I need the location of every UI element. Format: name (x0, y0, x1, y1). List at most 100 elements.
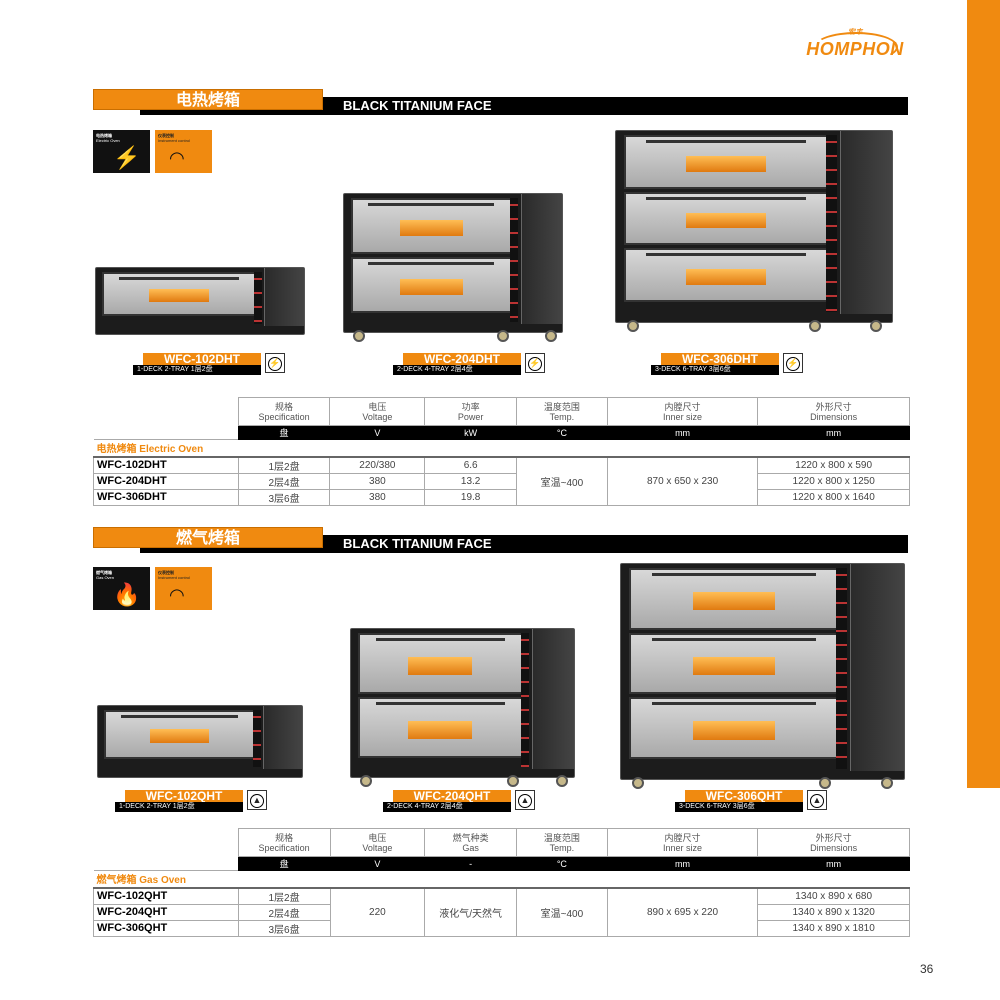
oven-deck (357, 697, 523, 758)
door-window (407, 656, 473, 675)
door-window (150, 729, 209, 744)
badge-en: Instrument control (158, 575, 191, 580)
blank-cell (93, 856, 239, 871)
table-cell: WFC-306QHT (93, 919, 239, 937)
header-cn: 内膛尺寸 (664, 401, 701, 412)
table-cell: 1340 x 890 x 1320 (757, 903, 910, 921)
blank-cell (93, 425, 239, 440)
lightning-icon: ⚡ (528, 357, 542, 371)
header-cn: 内膛尺寸 (664, 832, 701, 843)
door-handle (375, 702, 505, 705)
control-panel (509, 198, 519, 322)
door-window (149, 289, 210, 302)
control-panel (254, 272, 263, 324)
unit-cell: - (424, 856, 517, 871)
oven-side-panel (839, 131, 892, 314)
oven-front (357, 633, 523, 767)
header-en: Voltage (362, 842, 393, 853)
badge-cn: 仪表控制 (158, 570, 174, 575)
flame-icon-box: ▲ (807, 790, 827, 810)
table-cell: 19.8 (424, 488, 518, 506)
table-cell: WFC-204DHT (93, 472, 239, 490)
category-label: 电热烤箱 Electric Oven (93, 439, 910, 458)
section-title: 电热烤箱 (93, 89, 323, 110)
door-window (693, 591, 776, 611)
unit-cell: mm (757, 425, 910, 440)
oven-deck (629, 697, 839, 759)
oven-deck (350, 198, 512, 254)
oven-front (624, 135, 829, 312)
caster-wheel (352, 330, 365, 342)
blank-cell (94, 829, 239, 857)
header-cn: 外形尺寸 (815, 401, 852, 412)
section-subtitle-bar: BLACK TITANIUM FACE (140, 535, 908, 553)
unit-cell: mm (606, 856, 759, 871)
control-panel (253, 710, 262, 767)
oven-deck (624, 248, 829, 302)
door-window (399, 278, 463, 296)
table-cell: 1220 x 800 x 1640 (757, 488, 910, 506)
door-window (399, 219, 463, 237)
door-handle (375, 638, 505, 641)
oven-front (102, 272, 257, 324)
caster-wheel (632, 777, 645, 789)
header-en: Inner size (663, 842, 703, 853)
gauge-icon: ◠ (169, 148, 185, 168)
unit-cell: °C (516, 425, 608, 440)
flame-icon: 🔥 (113, 582, 141, 607)
oven-front (629, 568, 839, 769)
control-panel (836, 568, 848, 769)
table-cell: 液化气/天然气 (424, 887, 517, 937)
gauge-icon: ◠ (169, 585, 185, 605)
unit-cell: 盘 (237, 425, 331, 440)
oven-deck (624, 135, 829, 189)
caster-wheel (881, 777, 894, 789)
door-window (407, 720, 473, 739)
header-cn: 电压 (368, 401, 387, 412)
table-cell: 2层4盘 (237, 472, 331, 490)
badge-en: Electric Oven (96, 138, 120, 143)
product-desc: 3-DECK 6-TRAY 3层6盘 (651, 365, 779, 375)
badge-en: Gas Oven (96, 575, 115, 580)
header-cn: 电压 (368, 832, 387, 843)
header-en: Specification (258, 842, 310, 853)
product-desc: 2-DECK 4-TRAY 2层4盘 (383, 802, 511, 812)
blank-cell (94, 398, 239, 426)
table-cell: WFC-204QHT (93, 903, 239, 921)
header-en: Specification (258, 411, 310, 422)
header-en: Gas (462, 842, 479, 853)
oven-side-panel (850, 564, 904, 771)
badge-cn: 仪表控制 (158, 133, 174, 138)
table-cell: 3层6盘 (237, 488, 331, 506)
flame-icon: ▲ (518, 794, 532, 808)
flame-icon: ▲ (810, 794, 824, 808)
oven-side-panel (520, 194, 562, 324)
table-cell: 室温~400 (516, 887, 608, 937)
badge-cn: 燃气烤箱 (96, 570, 112, 575)
table-cell: 1层2盘 (237, 887, 331, 905)
caster-wheel (496, 330, 509, 342)
table-cell: 1层2盘 (237, 456, 331, 474)
category-label: 燃气烤箱 Gas Oven (93, 870, 910, 889)
oven-side-panel (263, 706, 302, 769)
oven-image (620, 563, 905, 789)
product-desc: 2-DECK 4-TRAY 2层4盘 (393, 365, 521, 375)
unit-cell: mm (757, 856, 910, 871)
category-row: 燃气烤箱 Gas Oven (93, 870, 910, 889)
product-model: WFC-306QHT (685, 790, 803, 802)
flame-icon-box: ▲ (515, 790, 535, 810)
table-cell: 室温~400 (516, 456, 608, 506)
